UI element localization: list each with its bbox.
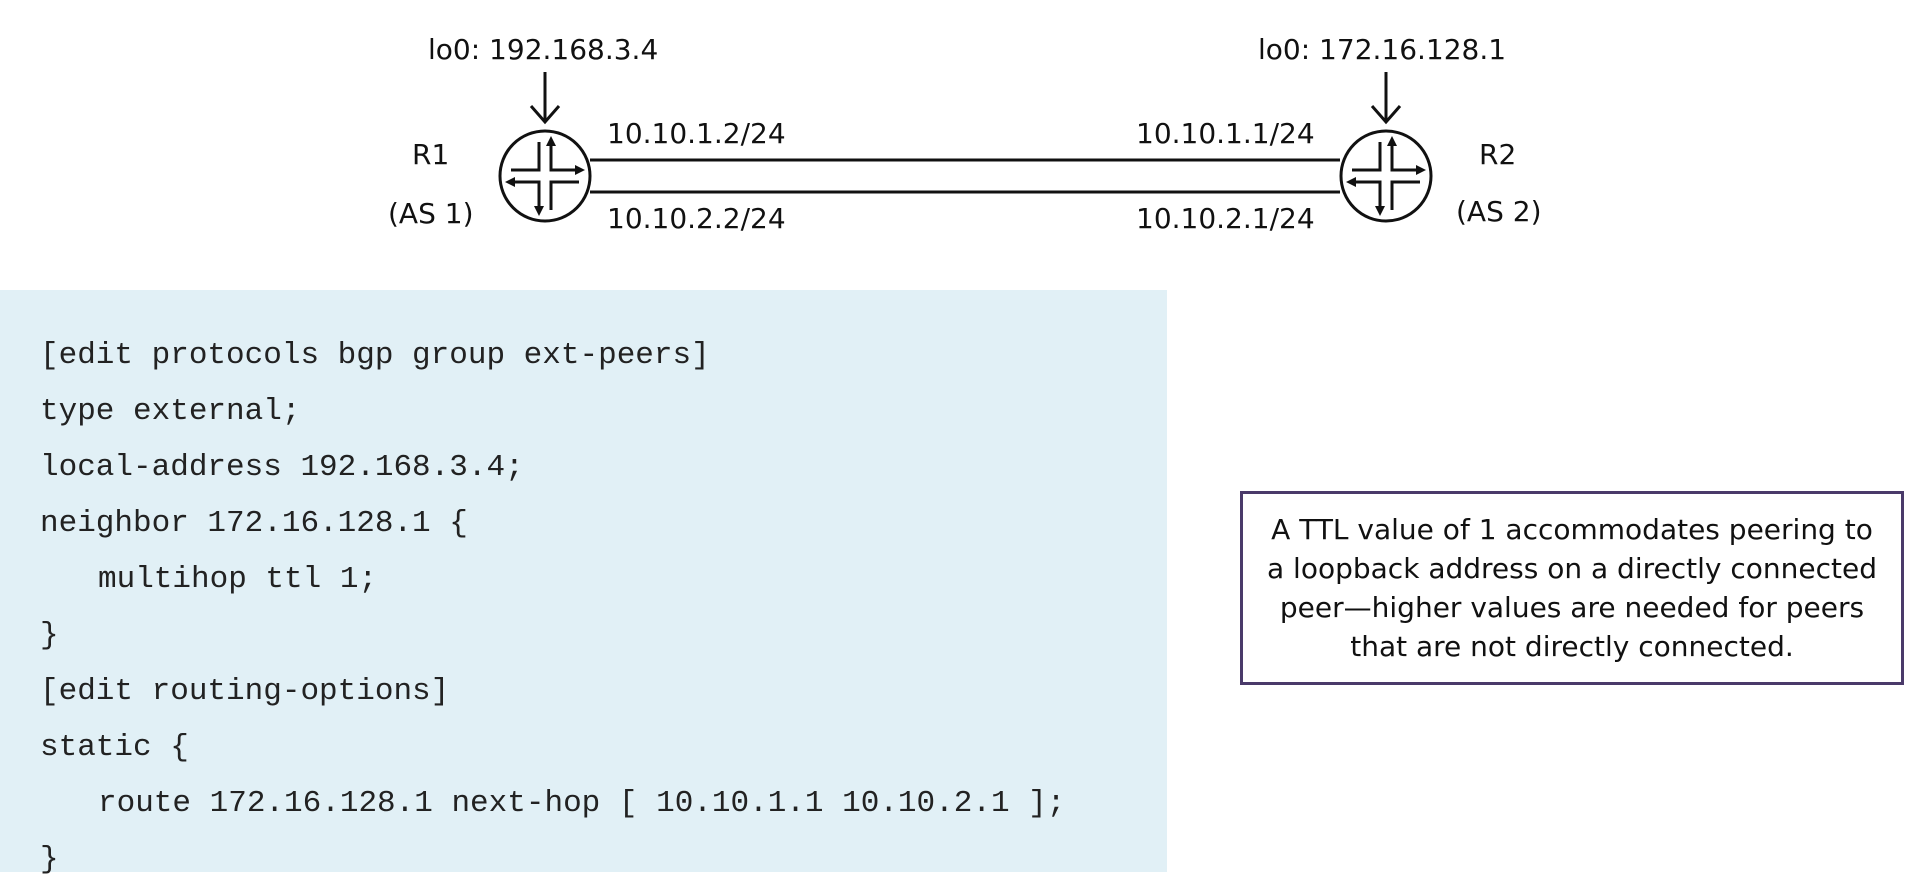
code-line: local-address 192.168.3.4; xyxy=(40,450,524,485)
link1-r1-address: 10.10.1.2/24 xyxy=(607,117,786,150)
r2-loopback-label: lo0: 172.16.128.1 xyxy=(1258,33,1507,66)
router-r1-icon xyxy=(498,129,592,223)
router-r2-icon xyxy=(1339,129,1433,223)
code-line: neighbor 172.16.128.1 { xyxy=(40,506,468,541)
r2-name-label: R2 xyxy=(1479,138,1517,171)
r2-loopback-arrowhead xyxy=(1370,105,1402,125)
note-callout: A TTL value of 1 accommodates peering to… xyxy=(1240,491,1904,685)
config-code-panel: [edit protocols bgp group ext-peers] typ… xyxy=(0,290,1167,877)
code-line: route 172.16.128.1 next-hop [ 10.10.1.1 … xyxy=(98,786,1066,821)
note-text: A TTL value of 1 accommodates peering to… xyxy=(1267,513,1877,663)
r1-as-label: (AS 1) xyxy=(388,197,474,230)
network-topology xyxy=(498,72,1433,223)
code-line: [edit protocols bgp group ext-peers] xyxy=(40,338,710,373)
code-line: multihop ttl 1; xyxy=(98,562,378,597)
code-line: type external; xyxy=(40,394,301,429)
r1-loopback-arrowhead xyxy=(529,105,561,125)
r1-name-label: R1 xyxy=(412,138,450,171)
r1-loopback-label: lo0: 192.168.3.4 xyxy=(428,33,659,66)
link1-r2-address: 10.10.1.1/24 xyxy=(1136,117,1315,150)
code-line: static { xyxy=(40,730,189,765)
code-line: [edit routing-options] xyxy=(40,674,450,709)
link2-r2-address: 10.10.2.1/24 xyxy=(1136,202,1315,235)
link2-r1-address: 10.10.2.2/24 xyxy=(607,202,786,235)
r2-as-label: (AS 2) xyxy=(1456,195,1542,228)
code-line: } xyxy=(40,618,59,653)
code-line: } xyxy=(40,842,59,877)
